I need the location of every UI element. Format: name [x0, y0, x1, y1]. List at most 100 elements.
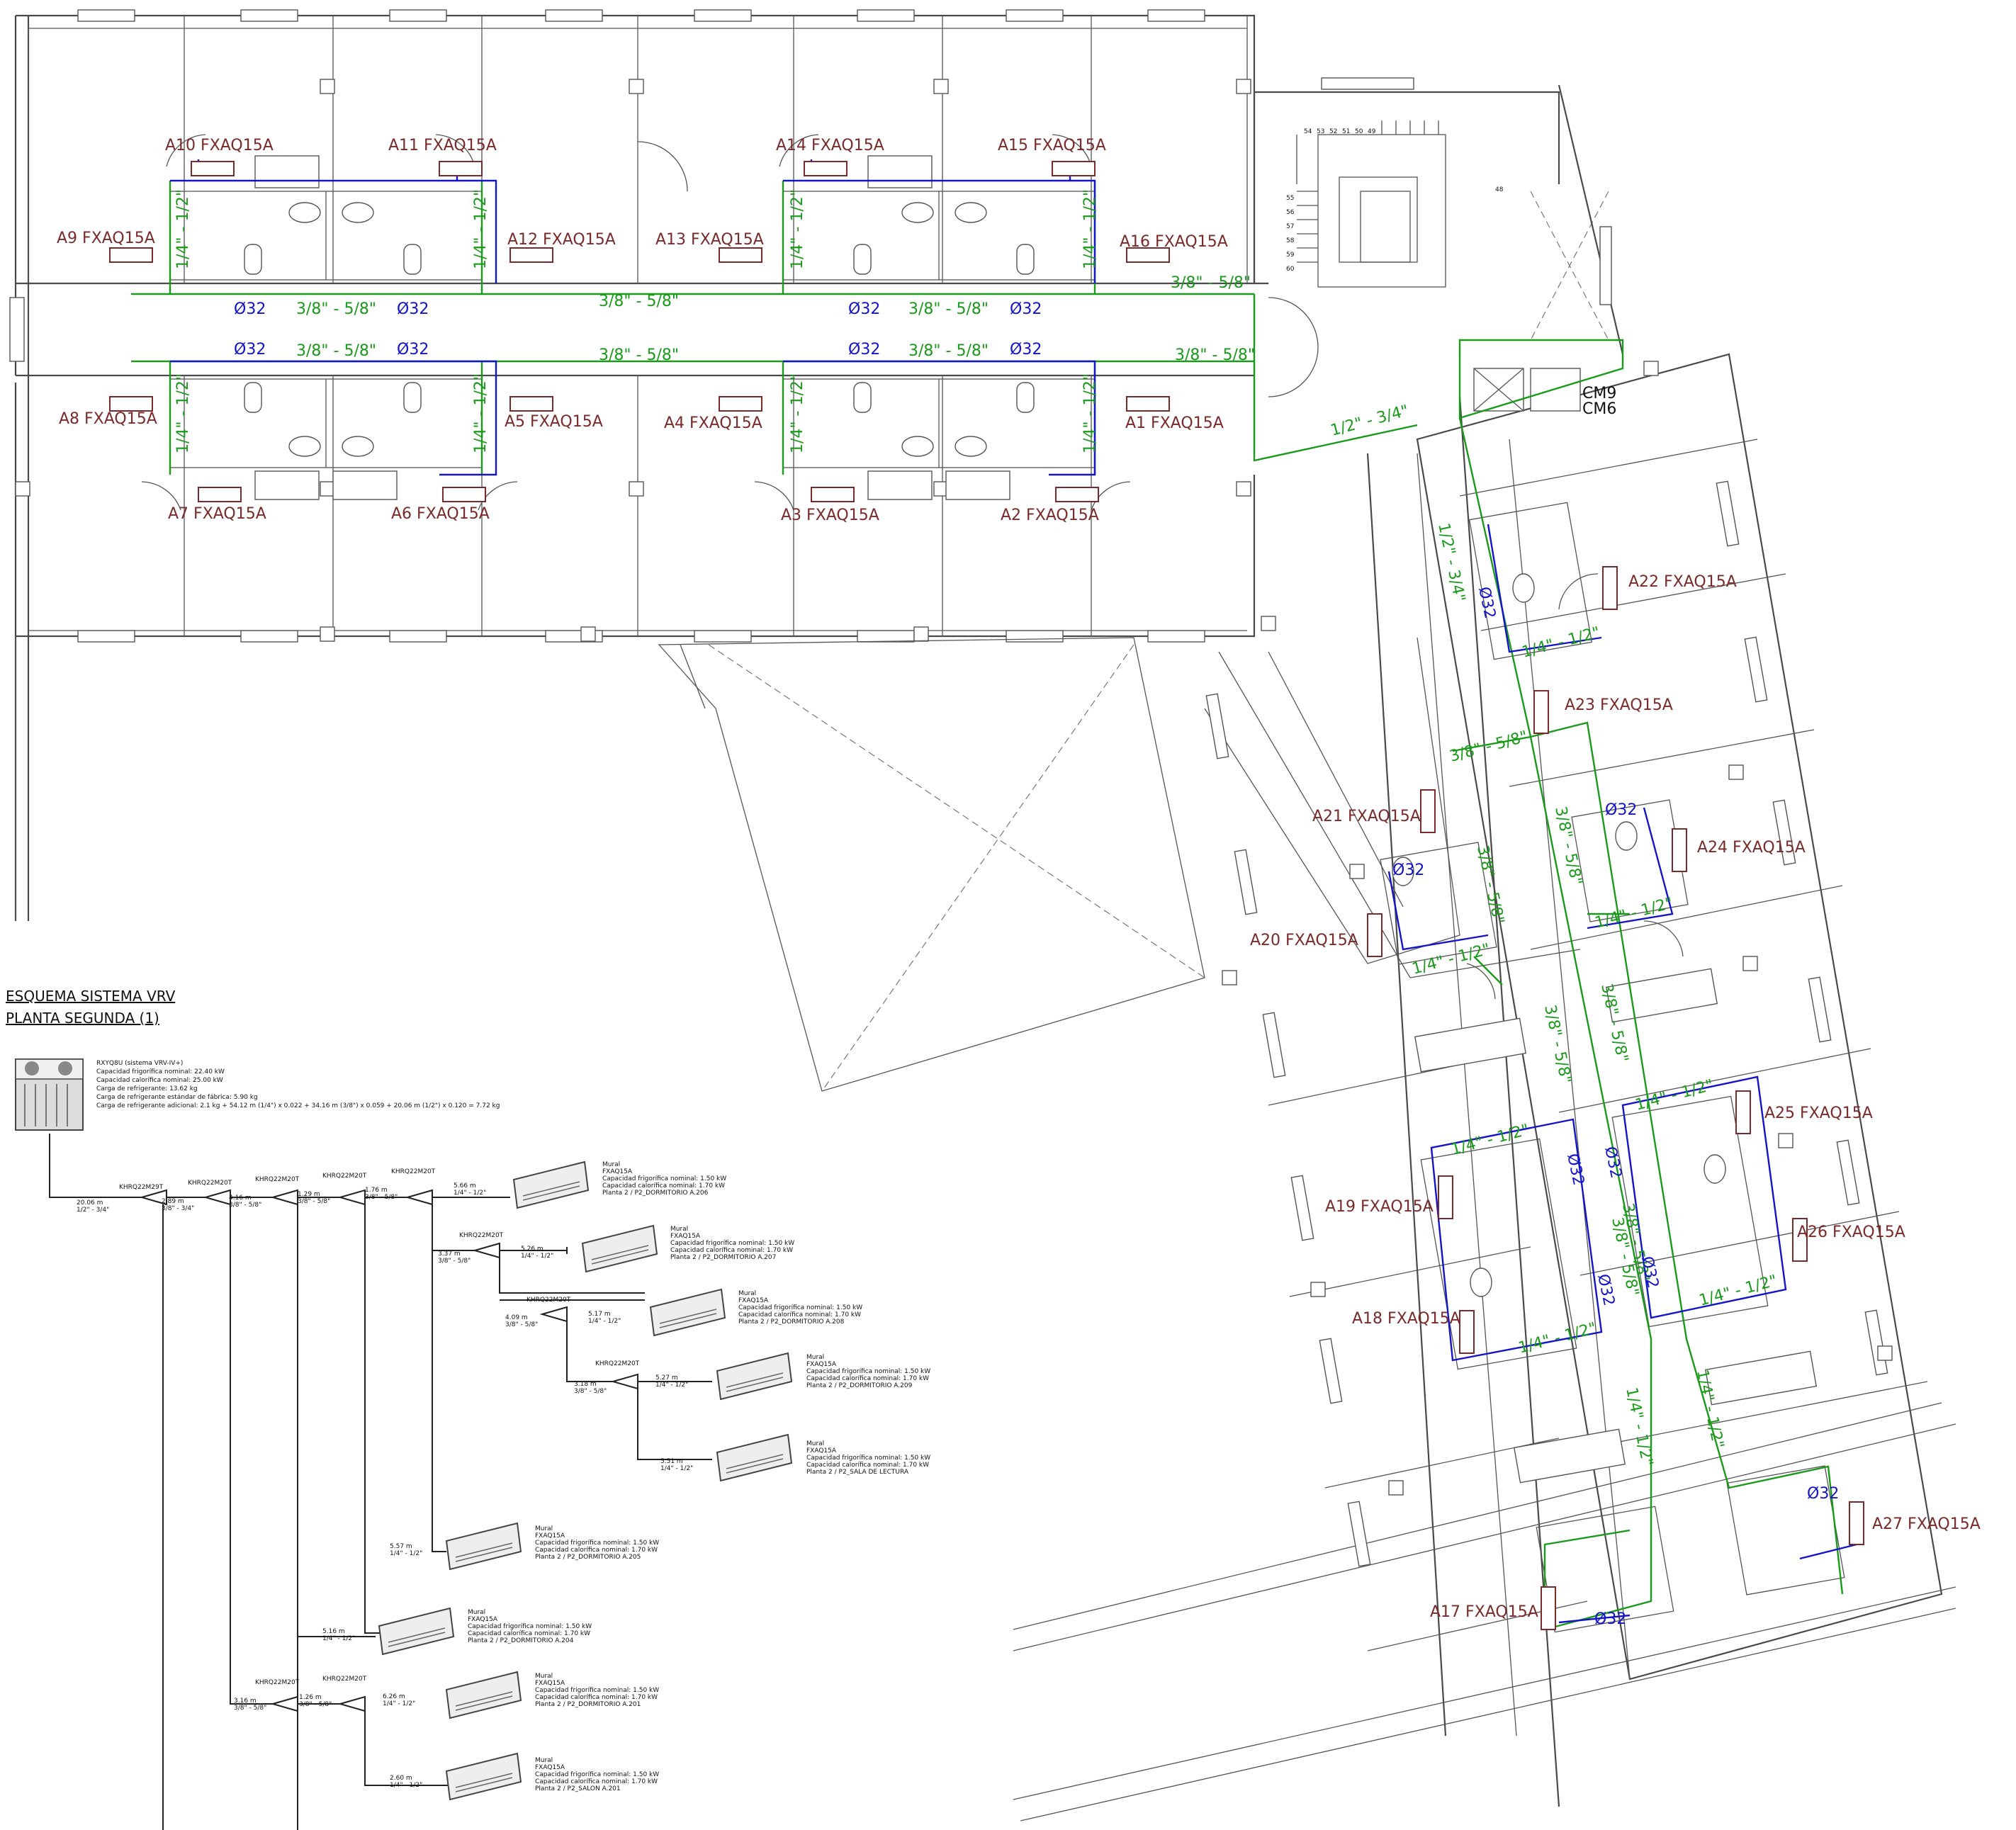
pipe-size-label: 1/2" - 3/4" — [1434, 521, 1468, 604]
indoor-room: Planta 2 / P2_DORMITORIO A.209 — [806, 1382, 913, 1389]
indoor-diameter: 1/4" - 1/2" — [588, 1318, 621, 1325]
unit-label-a24: A24 FXAQ15A — [1697, 839, 1806, 857]
stair-number: 57 — [1286, 223, 1294, 230]
indoor-length: 6.26 m — [383, 1693, 405, 1700]
outdoor-unit-icon — [15, 1058, 84, 1131]
indoor-unit-entry: 5.16 m 1/4" - 1/2" Mural FXAQ15A Capacid… — [322, 1607, 592, 1656]
stair-number: 49 — [1368, 128, 1376, 135]
pipe-size-label: 3/8" - 5/8" — [1473, 844, 1507, 926]
indoor-length: 5.17 m — [588, 1311, 611, 1318]
indoor-length: 2.60 m — [390, 1775, 412, 1782]
unit-label-a14: A14 FXAQ15A — [776, 137, 884, 154]
indoor-type: Mural — [738, 1290, 756, 1297]
indoor-heat: Capacidad calorífica nominal: 1.70 kW — [670, 1247, 793, 1254]
indoor-unit-entry: 5.17 m 1/4" - 1/2" Mural FXAQ15A Capacid… — [588, 1288, 862, 1337]
indoor-model: FXAQ15A — [806, 1447, 837, 1455]
indoor-model: FXAQ15A — [806, 1361, 837, 1368]
segment-diameter: 3/8" - 5/8" — [234, 1705, 266, 1712]
unit-label-a5: A5 FXAQ15A — [505, 413, 603, 431]
indoor-cool: Capacidad frigorífica nominal: 1.50 kW — [602, 1175, 726, 1182]
unit-label-a8: A8 FXAQ15A — [59, 410, 157, 428]
pipe-size-label: 1/4" - 1/2" — [1593, 894, 1675, 932]
indoor-diameter: 1/4" - 1/2" — [521, 1253, 553, 1260]
unit-label-a13: A13 FXAQ15A — [655, 231, 764, 249]
indoor-type: Mural — [535, 1525, 553, 1532]
unit-label-a11: A11 FXAQ15A — [388, 137, 497, 154]
pipe-size-label: 1/4" - 1/2" — [174, 373, 192, 453]
indoor-diameter: 1/4" - 1/2" — [390, 1550, 422, 1557]
segment-length: 1.26 m — [299, 1694, 322, 1701]
segment-length: 1.29 m — [298, 1191, 320, 1198]
schema-title: ESQUEMA SISTEMA VRV — [6, 988, 176, 1005]
indoor-diameter: 1/4" - 1/2" — [655, 1382, 688, 1389]
indoor-length: 5.51 m — [660, 1458, 683, 1465]
indoor-cool: Capacidad frigorífica nominal: 1.50 kW — [806, 1455, 930, 1462]
indoor-cool: Capacidad frigorífica nominal: 1.50 kW — [468, 1623, 592, 1630]
indoor-diameter: 1/4" - 1/2" — [390, 1782, 422, 1789]
unit-label-a16: A16 FXAQ15A — [1120, 233, 1228, 251]
segment-diameter: 3/8" - 5/8" — [298, 1198, 330, 1205]
indoor-room: Planta 2 / P2_SALON A.201 — [535, 1785, 621, 1792]
indoor-cool: Capacidad frigorífica nominal: 1.50 kW — [535, 1771, 659, 1778]
indoor-room: Planta 2 / P2_DORMITORIO A.208 — [738, 1318, 845, 1326]
unit-label-a25: A25 FXAQ15A — [1764, 1105, 1873, 1122]
pipe-size-label: 3/8" - 5/8" — [1551, 805, 1585, 887]
staircase: 54 53 52 51 50 49 48 55 56 57 58 59 60 — [1253, 77, 1624, 355]
segment-diameter: 3/8" - 5/8" — [574, 1388, 607, 1395]
pipe-size-label: 3/8" - 5/8" — [908, 342, 989, 360]
unit-label-a26: A26 FXAQ15A — [1797, 1224, 1905, 1241]
unit-label-a1: A1 FXAQ15A — [1125, 414, 1224, 432]
pipe-size-label: 3/8" - 5/8" — [1541, 1003, 1575, 1085]
indoor-diameter: 1/4" - 1/2" — [383, 1700, 415, 1707]
indoor-room: Planta 2 / P2_DORMITORIO A.201 — [535, 1701, 641, 1708]
unit-label-a20: A20 FXAQ15A — [1250, 932, 1358, 949]
outdoor-spec: Carga de refrigerante adicional: 2.1 kg … — [96, 1102, 500, 1109]
stair-number: 55 — [1286, 195, 1294, 202]
drain-size-label: Ø32 — [234, 300, 266, 318]
outdoor-spec: Carga de refrigerante: 13.62 kg — [96, 1085, 198, 1092]
indoor-model: FXAQ15A — [468, 1616, 498, 1623]
unit-labels: A10 FXAQ15A A11 FXAQ15A A14 FXAQ15A A15 … — [57, 137, 1981, 1621]
pipe-size-label: 1/4" - 1/2" — [1449, 1121, 1531, 1158]
drain-size-label: Ø32 — [1594, 1610, 1626, 1628]
unit-label-a27: A27 FXAQ15A — [1872, 1515, 1981, 1533]
joint-label: KHRQ22M20T — [391, 1168, 436, 1175]
stair-number: 53 — [1317, 128, 1324, 135]
segment-length: 4.16 m — [229, 1194, 252, 1202]
stair-number: 50 — [1355, 128, 1363, 135]
indoor-unit-entries: 5.66 m 1/4" - 1/2" Mural FXAQ15A Capacid… — [322, 1160, 930, 1801]
stair-number: 54 — [1304, 128, 1312, 135]
pipe-size-label: 1/4" - 1/2" — [1520, 623, 1602, 661]
joint-label: KHRQ22M29T — [119, 1184, 164, 1191]
segment-length: 3.18 m — [574, 1381, 597, 1388]
segment-diameter: 1/2" - 3/4" — [77, 1207, 109, 1214]
indoor-type: Mural — [535, 1673, 553, 1680]
joint-label: KHRQ22M20T — [255, 1679, 300, 1686]
indoor-heat: Capacidad calorífica nominal: 1.70 kW — [468, 1630, 590, 1637]
indoor-unit-entry: 5.26 m 1/4" - 1/2" Mural FXAQ15A Capacid… — [521, 1224, 794, 1273]
indoor-room: Planta 2 / P2_DORMITORIO A.205 — [535, 1554, 641, 1561]
indoor-type: Mural — [468, 1609, 485, 1616]
outdoor-model: RXYQ8U (sistema VRV-IV+) — [96, 1060, 183, 1067]
segment-length: 4.09 m — [505, 1314, 528, 1321]
unit-label-a23: A23 FXAQ15A — [1565, 696, 1673, 714]
segment-length: 3.16 m — [234, 1698, 257, 1705]
drain-size-label: Ø32 — [848, 300, 880, 318]
pipe-size-label: 3/8" - 5/8" — [599, 293, 679, 310]
indoor-model: FXAQ15A — [738, 1297, 769, 1304]
indoor-heat: Capacidad calorífica nominal: 1.70 kW — [535, 1694, 658, 1701]
drain-size-label: Ø32 — [1475, 585, 1499, 621]
indoor-length: 5.57 m — [390, 1543, 412, 1550]
drain-size-label: Ø32 — [1605, 801, 1637, 819]
joint-label: KHRQ22M20T — [322, 1676, 367, 1683]
indoor-unit-entry: 5.66 m 1/4" - 1/2" Mural FXAQ15A Capacid… — [454, 1160, 726, 1209]
joint-label: KHRQ22M20T — [322, 1173, 367, 1180]
stair-number: 51 — [1342, 128, 1350, 135]
schema-subtitle: PLANTA SEGUNDA (1) — [6, 1010, 159, 1027]
indoor-model: FXAQ15A — [602, 1168, 633, 1175]
pipe-size-label: 1/4" - 1/2" — [1081, 189, 1099, 269]
unit-label-a3: A3 FXAQ15A — [781, 507, 879, 524]
pipe-size-label: 3/8" - 5/8" — [296, 300, 376, 318]
joint-label: KHRQ22M20T — [255, 1176, 300, 1183]
